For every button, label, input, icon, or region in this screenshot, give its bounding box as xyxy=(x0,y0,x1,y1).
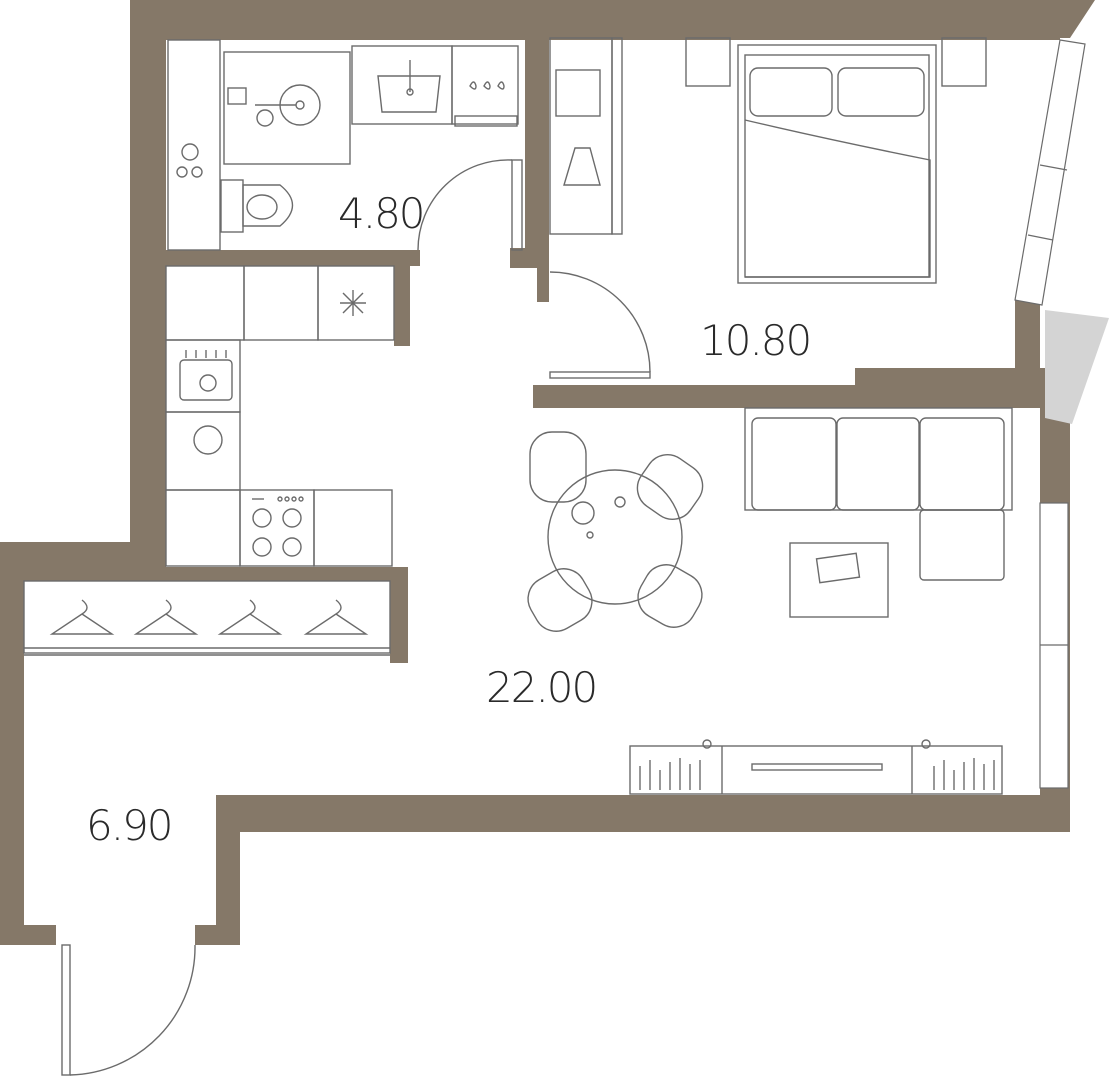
washing-machine xyxy=(451,45,519,125)
dining-table xyxy=(547,469,683,605)
balcony xyxy=(1045,310,1109,424)
room-area-bedroom: 10.80 xyxy=(700,316,810,365)
sofa xyxy=(744,407,1013,511)
bedroom-wardrobe xyxy=(549,37,613,235)
hall-wardrobe xyxy=(23,580,391,654)
room-area-living: 22.00 xyxy=(486,663,596,712)
fridge xyxy=(317,265,395,341)
nightstand-left xyxy=(685,37,731,87)
bath-door-arc xyxy=(417,159,513,251)
coffee-table xyxy=(789,542,889,618)
bedroom-door-arc xyxy=(549,271,651,373)
entrance-door-arc xyxy=(69,944,196,1076)
room-area-bathroom: 4.80 xyxy=(338,189,424,238)
shower xyxy=(223,51,351,165)
windows xyxy=(1014,39,1086,789)
nightstand-right xyxy=(941,37,987,87)
bed xyxy=(737,44,937,284)
furniture xyxy=(23,37,1013,1076)
room-area-hallway: 6.90 xyxy=(86,801,172,850)
tv-unit xyxy=(629,745,1003,795)
stove xyxy=(239,489,315,567)
area-labels: 4.80 10.80 22.00 6.90 xyxy=(86,189,812,850)
toilet xyxy=(220,179,244,233)
